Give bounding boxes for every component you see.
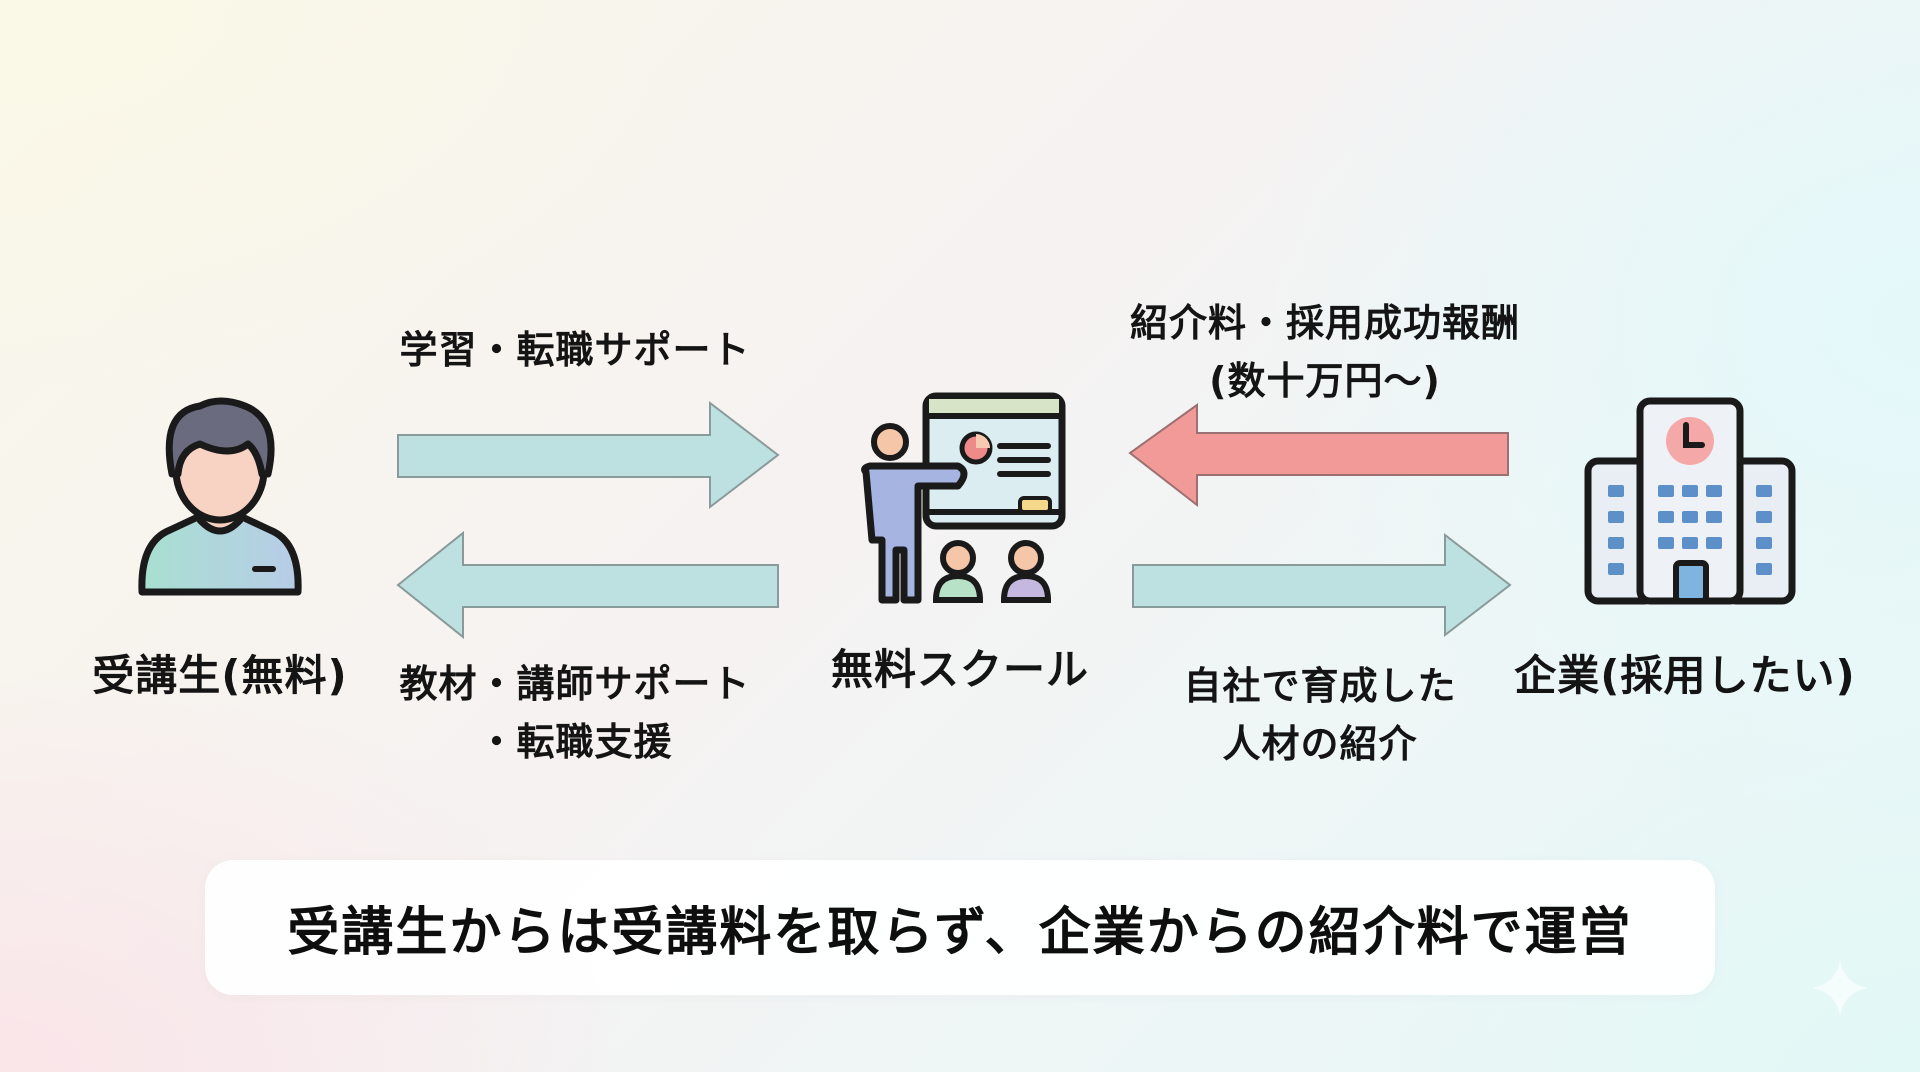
summary-banner: 受講生からは受講料を取らず、企業からの紹介料で運営 — [205, 860, 1715, 995]
arrow-left-materials-support — [396, 530, 779, 640]
arrow-right-learning-support — [397, 400, 780, 510]
company-label: 企業(採用したい) — [1514, 651, 1856, 700]
flow-label-referral-fee-line2: (数十万円〜) — [1209, 359, 1441, 403]
arrow-shape — [1128, 403, 1509, 508]
arrow-shape — [1132, 532, 1512, 638]
school-label: 無料スクール — [830, 645, 1089, 694]
student-label: 受講生(無料) — [92, 651, 348, 700]
student-person-icon — [130, 392, 310, 607]
flow-label-materials-line2: ・転職支援 — [477, 720, 673, 764]
teacher-presentation-icon — [848, 390, 1070, 605]
arrow-left-referral-fee — [1128, 403, 1509, 508]
flow-label-talent-line2: 人材の紹介 — [1222, 722, 1418, 766]
flow-label-learning-support: 学習・転職サポート — [399, 328, 751, 372]
office-building-icon — [1580, 393, 1800, 608]
arrow-shape — [396, 530, 779, 640]
flow-label-talent-line1: 自社で育成した — [1183, 664, 1457, 708]
arrow-shape — [397, 400, 780, 510]
flow-label-materials-line1: 教材・講師サポート — [399, 662, 751, 706]
arrow-right-talent-referral — [1132, 532, 1512, 638]
flow-label-referral-fee-line1: 紹介料・採用成功報酬 — [1129, 301, 1520, 345]
sparkle-icon — [1812, 960, 1868, 1016]
summary-text: 受講生からは受講料を取らず、企業からの紹介料で運営 — [287, 903, 1633, 963]
